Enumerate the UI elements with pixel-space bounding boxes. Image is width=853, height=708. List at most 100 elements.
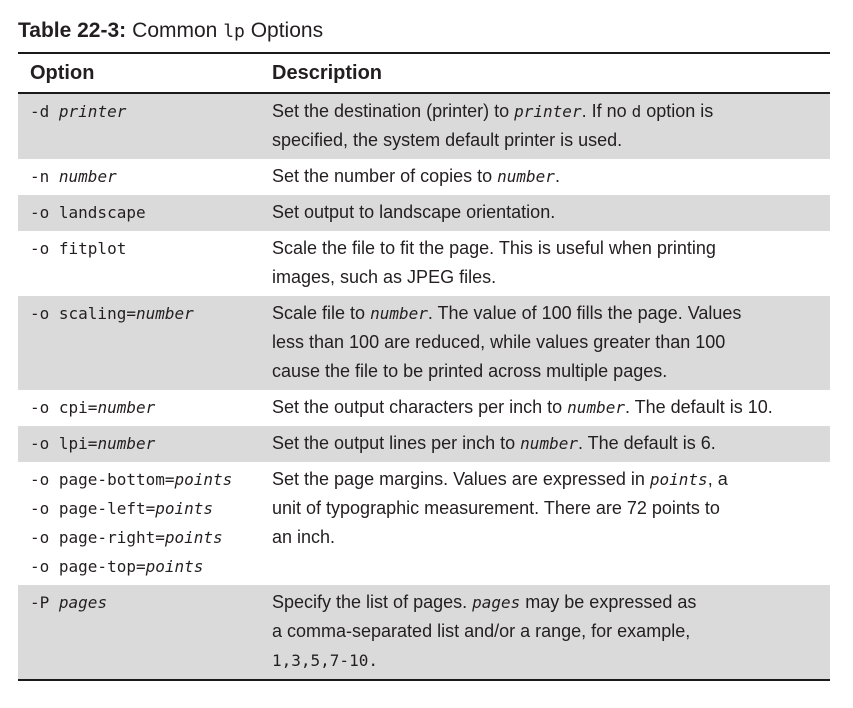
description-line: a comma-separated list and/or a range, f… bbox=[272, 617, 829, 646]
header-description: Description bbox=[262, 52, 830, 94]
option-cell: -n number bbox=[18, 159, 262, 195]
option-line: -d printer bbox=[30, 97, 261, 126]
option-line: -P pages bbox=[30, 588, 261, 617]
description-cell: Set the output characters per inch to nu… bbox=[262, 390, 830, 426]
option-cell: -o page-bottom=points-o page-left=points… bbox=[18, 462, 262, 585]
code-run: -n bbox=[30, 167, 59, 186]
text-run: unit of typographic measurement. There a… bbox=[272, 498, 720, 518]
description-cell: Specify the list of pages. pages may be … bbox=[262, 585, 830, 681]
text-run: Set the output characters per inch to bbox=[272, 397, 568, 417]
description-line: Set the output lines per inch to number.… bbox=[272, 429, 829, 458]
text-run: Set output to landscape orientation. bbox=[272, 202, 556, 222]
text-run: Set the output lines per inch to bbox=[272, 433, 521, 453]
code-run: -o page-bottom= bbox=[30, 470, 175, 489]
code-run: -o cpi= bbox=[30, 398, 98, 417]
text-run: Scale file to bbox=[272, 303, 371, 323]
option-line: -o lpi=number bbox=[30, 429, 261, 458]
code-run: -o page-right= bbox=[30, 528, 165, 547]
option-cell: -o cpi=number bbox=[18, 390, 262, 426]
argument-run: points bbox=[174, 470, 233, 489]
text-run: Specify the list of pages. bbox=[272, 592, 473, 612]
description-line: images, such as JPEG files. bbox=[272, 263, 829, 292]
table-caption: Table 22-3:Common lp Options bbox=[18, 0, 830, 52]
option-line: -o scaling=number bbox=[30, 299, 261, 328]
description-line: 1,3,5,7-10. bbox=[272, 646, 829, 675]
code-run: 1,3,5,7-10. bbox=[272, 651, 378, 670]
options-table: Option Description -d printer Set the des… bbox=[18, 52, 830, 681]
text-run: specified, the system default printer is… bbox=[272, 130, 623, 150]
text-run: . If no bbox=[581, 101, 632, 121]
table-row: -o page-bottom=points-o page-left=points… bbox=[18, 462, 830, 585]
option-line: -o page-left=points bbox=[30, 494, 261, 523]
option-cell: -o landscape bbox=[18, 195, 262, 231]
description-cell: Set the output lines per inch to number.… bbox=[262, 426, 830, 462]
text-run: less than 100 are reduced, while values … bbox=[272, 332, 726, 352]
description-cell: Scale the file to fit the page. This is … bbox=[262, 231, 830, 296]
text-run: Set the number of copies to bbox=[272, 166, 498, 186]
text-run: Scale the file to fit the page. This is … bbox=[272, 238, 716, 258]
argument-run: printer bbox=[58, 102, 127, 121]
description-cell: Set the number of copies to number. bbox=[262, 159, 830, 195]
table-header: Option Description bbox=[18, 52, 830, 94]
option-cell: -o fitplot bbox=[18, 231, 262, 296]
description-line: Set the page margins. Values are express… bbox=[272, 465, 829, 494]
description-line: Set output to landscape orientation. bbox=[272, 198, 829, 227]
code-run: -o page-left= bbox=[30, 499, 156, 518]
description-cell: Set the destination (printer) to printer… bbox=[262, 93, 830, 159]
table-body: -d printer Set the destination (printer) … bbox=[18, 93, 830, 681]
text-run: Set the destination (printer) to bbox=[272, 101, 515, 121]
argument-run: pages bbox=[58, 593, 108, 612]
description-line: Set the output characters per inch to nu… bbox=[272, 393, 829, 422]
argument-run: points bbox=[155, 499, 214, 518]
description-cell: Set the page margins. Values are express… bbox=[262, 462, 830, 585]
option-line: -n number bbox=[30, 162, 261, 191]
description-line: Set the number of copies to number. bbox=[272, 162, 829, 191]
code-run: -d bbox=[30, 102, 59, 121]
option-line: -o page-top=points bbox=[30, 552, 261, 581]
caption-command: lp bbox=[223, 21, 245, 42]
argument-run: number bbox=[567, 398, 625, 417]
option-cell: -d printer bbox=[18, 93, 262, 159]
argument-run: number bbox=[370, 304, 428, 323]
argument-run: points bbox=[164, 528, 223, 547]
table-row: -o fitplot Scale the file to fit the page… bbox=[18, 231, 830, 296]
argument-run: number bbox=[97, 398, 156, 417]
description-line: unit of typographic measurement. There a… bbox=[272, 494, 829, 523]
option-cell: -o scaling=number bbox=[18, 296, 262, 390]
text-run: . The value of 100 fills the page. Value… bbox=[427, 303, 742, 323]
text-run: a comma-separated list and/or a range, f… bbox=[272, 621, 691, 641]
description-line: Specify the list of pages. pages may be … bbox=[272, 588, 829, 617]
option-line: -o fitplot bbox=[30, 234, 261, 263]
option-line: -o cpi=number bbox=[30, 393, 261, 422]
code-run: d bbox=[631, 102, 642, 121]
text-run: . The default is 6. bbox=[577, 433, 716, 453]
code-run: -P bbox=[30, 593, 59, 612]
description-line: Set the destination (printer) to printer… bbox=[272, 97, 829, 126]
text-run: may be expressed as bbox=[520, 592, 697, 612]
text-run: images, such as JPEG files. bbox=[272, 267, 497, 287]
text-run: . bbox=[554, 166, 560, 186]
description-line: an inch. bbox=[272, 523, 829, 552]
argument-run: pages bbox=[472, 593, 521, 612]
argument-run: points bbox=[145, 557, 204, 576]
argument-run: points bbox=[649, 470, 708, 489]
code-run: -o lpi= bbox=[30, 434, 98, 453]
text-run: option is bbox=[641, 101, 714, 121]
header-row: Option Description bbox=[18, 52, 830, 94]
header-option: Option bbox=[18, 52, 262, 94]
code-run: -o scaling= bbox=[30, 304, 136, 323]
text-run: . The default is 10. bbox=[624, 397, 773, 417]
caption-text-after: Options bbox=[244, 19, 324, 42]
option-line: -o landscape bbox=[30, 198, 261, 227]
description-cell: Scale file to number. The value of 100 f… bbox=[262, 296, 830, 390]
description-line: less than 100 are reduced, while values … bbox=[272, 328, 829, 357]
text-run: Set the page margins. Values are express… bbox=[272, 469, 650, 489]
table-row: -d printer Set the destination (printer) … bbox=[18, 93, 830, 159]
description-line: Scale file to number. The value of 100 f… bbox=[272, 299, 829, 328]
table-number-label: Table 22-3: bbox=[18, 19, 127, 42]
option-cell: -o lpi=number bbox=[18, 426, 262, 462]
description-line: Scale the file to fit the page. This is … bbox=[272, 234, 829, 263]
description-line: cause the file to be printed across mult… bbox=[272, 357, 829, 386]
